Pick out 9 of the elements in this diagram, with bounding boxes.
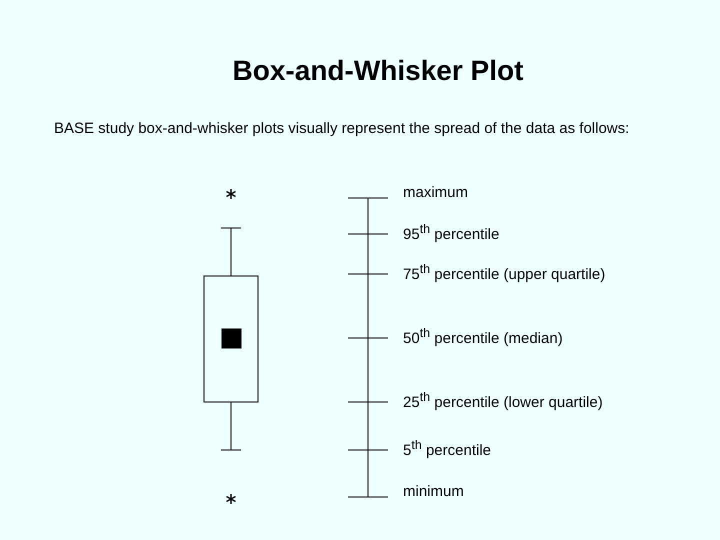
scale-label: 95$^{th}$ percentile xyxy=(403,221,500,244)
scale-label: 25$^{th}$ percentile (lower quartile) xyxy=(403,389,603,412)
scale-label: maximum xyxy=(403,184,468,202)
scale-label: 75$^{th}$ percentile (upper quartile) xyxy=(403,261,606,284)
scale-label: 5$^{th}$ percentile xyxy=(403,437,491,460)
scale-label: minimum xyxy=(403,483,464,501)
intro-text: BASE study box-and-whisker plots visually represent the spread of the data as follows: xyxy=(54,120,630,137)
title: Box-and-Whisker Plot xyxy=(232,55,524,87)
scale-label: 50$^{th}$ percentile (median) xyxy=(403,325,563,348)
